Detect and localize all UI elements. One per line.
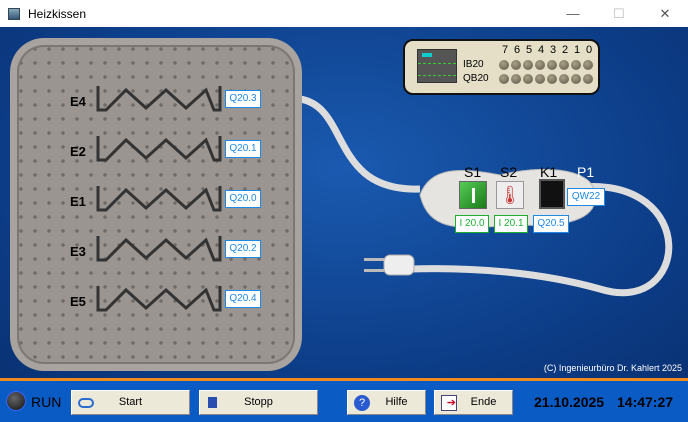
- element-address: Q20.2: [225, 240, 261, 258]
- heating-element-label: E3: [70, 244, 86, 259]
- s1-switch[interactable]: [459, 181, 487, 209]
- date-display: 21.10.2025: [534, 394, 605, 410]
- s2-thermometer-icon[interactable]: 🌡: [496, 181, 524, 209]
- run-led: [6, 391, 26, 411]
- title-bar: Heizkissen — ☐ ✕: [0, 0, 688, 27]
- time-display: 14:47:27: [617, 394, 674, 410]
- app-icon: [8, 7, 20, 20]
- s2-address: I 20.1: [494, 215, 528, 233]
- bit-label: 0: [585, 44, 593, 56]
- bit-label: 7: [501, 44, 509, 56]
- element-address: Q20.1: [225, 140, 261, 158]
- stop-button[interactable]: Stopp: [199, 390, 318, 415]
- k1-display: [539, 179, 565, 209]
- bit-label: 5: [525, 44, 533, 56]
- close-button[interactable]: ✕: [659, 6, 671, 21]
- heating-element-label: E5: [70, 294, 86, 309]
- run-label: RUN: [31, 394, 62, 410]
- minimize-button[interactable]: —: [566, 6, 580, 21]
- input-leds: [499, 60, 595, 70]
- help-button[interactable]: ? Hilfe: [347, 390, 426, 415]
- loop-icon: [78, 398, 94, 408]
- help-icon: ?: [354, 395, 370, 411]
- heating-coil-icon: [96, 186, 222, 212]
- copyright: (C) Ingenieurbüro Dr. Kahlert 2025: [543, 363, 682, 373]
- heating-element-label: E4: [70, 94, 86, 109]
- k1-label: K1: [540, 164, 558, 180]
- stop-label: Stopp: [244, 396, 273, 408]
- s1-address: I 20.0: [455, 215, 489, 233]
- plc-icon: [417, 49, 457, 83]
- element-address: Q20.3: [225, 90, 261, 108]
- bit-label: 2: [561, 44, 569, 56]
- toolbar: RUN Start Stopp ?Hilfe ➔Ende 21.10.2025 …: [0, 378, 688, 422]
- bit-label: 6: [513, 44, 521, 56]
- end-button[interactable]: ➔ Ende: [434, 390, 513, 415]
- bit-label: 3: [549, 44, 557, 56]
- end-label: Ende: [470, 396, 497, 408]
- heating-coil-icon: [96, 286, 222, 312]
- s2-label: S2: [500, 164, 518, 180]
- k1-address: Q20.5: [533, 215, 569, 233]
- heating-coil-icon: [96, 86, 222, 112]
- input-byte-label: IB20: [463, 59, 484, 70]
- heating-element-label: E1: [70, 194, 86, 209]
- element-address: Q20.4: [225, 290, 261, 308]
- bit-label: 4: [537, 44, 545, 56]
- stop-icon: [208, 397, 217, 408]
- s1-label: S1: [464, 164, 482, 180]
- start-label: Start: [118, 396, 143, 408]
- window-title: Heizkissen: [28, 6, 87, 21]
- heating-coil-icon: [96, 136, 222, 162]
- heating-coil-icon: [96, 236, 222, 262]
- help-label: Hilfe: [385, 396, 408, 408]
- p1-address: QW22: [567, 188, 605, 206]
- exit-icon: ➔: [441, 395, 457, 411]
- element-address: Q20.0: [225, 190, 261, 208]
- start-button[interactable]: Start: [71, 390, 190, 415]
- heating-element-label: E2: [70, 144, 86, 159]
- output-byte-label: QB20: [463, 73, 489, 84]
- output-leds: [499, 74, 595, 84]
- p1-label: P1: [577, 164, 595, 180]
- bit-label: 1: [573, 44, 581, 56]
- plug: [364, 254, 415, 276]
- maximize-button[interactable]: ☐: [613, 6, 625, 21]
